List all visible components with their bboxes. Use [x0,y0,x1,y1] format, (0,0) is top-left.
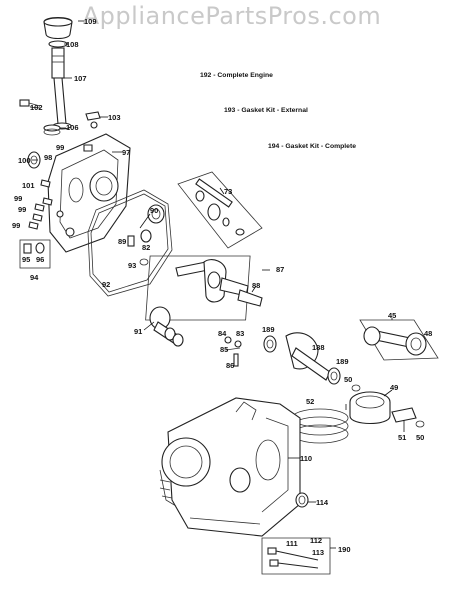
callout-106: 106 [66,123,79,132]
governor-assembly [177,171,263,249]
callout-108: 108 [66,40,79,49]
callout-101: 101 [22,181,35,190]
callout-189b: 189 [336,357,349,366]
crankshaft [145,255,263,321]
callout-92: 92 [102,280,110,289]
watermark: AppliancePartsPros.com [82,2,382,30]
callout-49: 49 [390,383,398,392]
dipstick-cap [43,16,73,79]
callout-84: 84 [218,329,227,338]
callout-99c: 99 [18,205,26,214]
oil-seal-82 [140,229,152,243]
callout-188: 188 [312,343,325,352]
kit-note-gasket-external: 193 - Gasket Kit - External [224,107,308,114]
oil-seal-114 [295,492,309,508]
callout-99a: 99 [56,143,64,152]
callout-97: 97 [122,148,130,157]
bolt-set [261,537,331,575]
bolts-99 [28,144,93,230]
callout-95: 95 [22,255,30,264]
callout-99d: 99 [12,221,20,230]
callout-94: 94 [30,273,39,282]
callout-86: 86 [226,361,234,370]
clip-93 [139,258,149,266]
callout-89: 89 [118,237,126,246]
piston [349,391,391,425]
callout-73: 73 [224,187,232,196]
callout-50a: 50 [344,375,352,384]
bearing-90 [147,204,165,224]
crankcase-cover [47,133,131,253]
screw-102 [19,99,41,107]
callout-107: 107 [74,74,87,83]
piston-clips [351,384,425,428]
callout-103: 103 [108,113,121,122]
callout-51: 51 [398,433,406,442]
callout-100: 100 [18,156,31,165]
callout-113: 113 [312,548,324,557]
dowel-pin-89 [127,235,135,247]
drain-plug-95-96 [19,239,51,269]
callout-98: 98 [44,153,52,162]
piston-pin [391,407,417,423]
crankcase-block [159,397,301,537]
callout-50b: 50 [416,433,424,442]
balancer-gear [263,332,341,385]
callout-93: 93 [128,261,136,270]
callout-88: 88 [252,281,260,290]
callout-109: 109 [84,17,97,26]
callout-45: 45 [388,311,396,320]
callout-110: 110 [300,454,312,463]
callout-102: 102 [30,103,43,112]
callout-82: 82 [142,243,150,252]
callout-52: 52 [306,397,314,406]
connecting-rod [359,319,439,361]
callout-96: 96 [36,255,44,264]
callout-111: 111 [286,539,298,548]
callout-189a: 189 [262,325,275,334]
callout-48: 48 [424,329,432,338]
callout-112: 112 [310,536,322,545]
leader-lines [29,20,405,549]
kit-note-gasket-complete: 194 - Gasket Kit - Complete [268,143,356,150]
callout-labels: 109 108 107 102 103 106 100 98 99 97 101… [12,17,432,557]
seal-106 [43,124,61,136]
callout-83: 83 [236,329,244,338]
cover-gasket [87,189,173,297]
callout-87: 87 [276,265,284,274]
callout-90: 90 [150,206,158,215]
callout-190: 190 [338,545,351,554]
dipstick-tube [52,77,72,130]
callout-114: 114 [316,498,329,507]
callout-85: 85 [220,345,228,354]
tappets [224,336,242,367]
callout-91: 91 [134,327,142,336]
callout-99b: 99 [14,194,22,203]
camshaft [149,306,184,347]
clamp-103 [85,111,101,129]
kit-note-complete-engine: 192 - Complete Engine [200,72,273,79]
